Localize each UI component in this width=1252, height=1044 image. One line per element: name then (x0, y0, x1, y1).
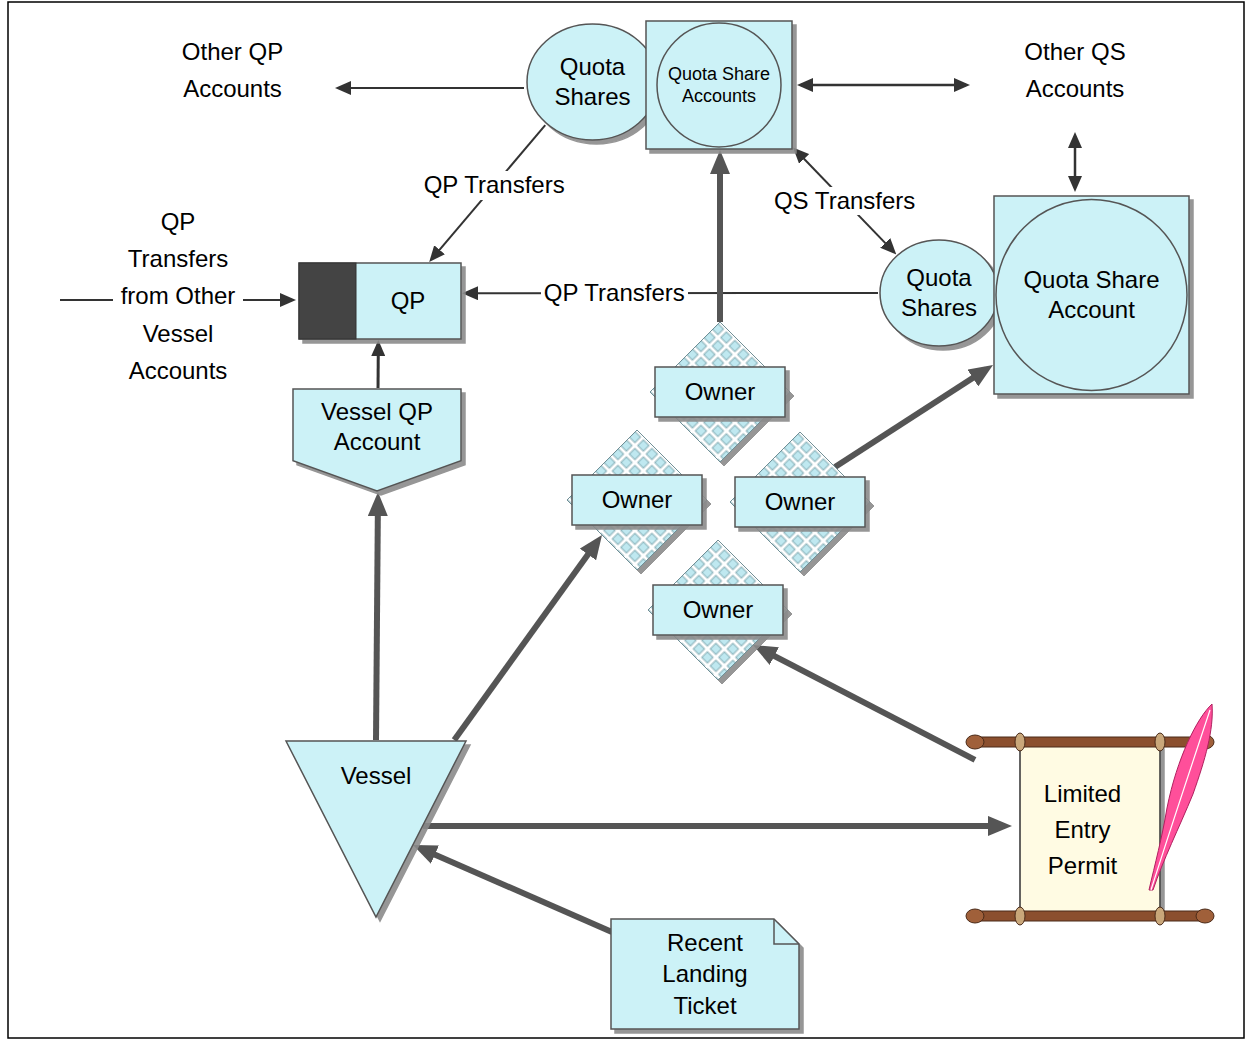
text-wrap: Vessel QP Account (302, 397, 452, 457)
node-text: Recent Landing Ticket (628, 927, 782, 1021)
node-outline (525, 22, 660, 142)
connector-arrow (423, 823, 1004, 829)
transfer-arrow (1074, 136, 1077, 188)
transfer-arrow (801, 84, 966, 87)
account-pentagon: Vessel QP Account (292, 388, 462, 492)
text-area: Owner (660, 367, 780, 417)
text-wrap: Owner (765, 487, 836, 517)
text-wrap: Owner (683, 595, 754, 625)
vessel-triangle: Vessel (285, 740, 467, 918)
text-wrap: Quota Shares (537, 52, 648, 112)
owner-diamond: Owner (567, 430, 707, 570)
annotation-label: Other QS Accounts (1000, 33, 1150, 107)
node-text: Limited Entry Permit (1020, 776, 1145, 884)
owner-diamond: Owner (648, 540, 788, 680)
text-area: QP (360, 268, 456, 334)
text-area: Vessel (335, 754, 417, 798)
node-outline (993, 195, 1190, 395)
text-area: Owner (658, 585, 778, 635)
node-text: Owner (685, 377, 756, 407)
text-wrap: Owner (602, 485, 673, 515)
text-wrap: Recent Landing Ticket (628, 927, 782, 1021)
account-box: Quota Share Accounts (645, 20, 793, 150)
connector-arrow (420, 848, 612, 932)
node-text: Owner (765, 487, 836, 517)
text-wrap: Owner (685, 377, 756, 407)
text-area: Vessel QP Account (302, 392, 452, 462)
owner-diamond: Owner (650, 322, 790, 462)
node-text: Vessel (341, 761, 412, 791)
text-wrap: Limited Entry Permit (1020, 776, 1145, 884)
ticket-note: Recent Landing Ticket (610, 918, 800, 1030)
text-area: Quota Share Accounts (653, 38, 785, 132)
owner-diamond: Owner (730, 432, 870, 572)
node-text: QP (391, 286, 426, 316)
node-text: Owner (683, 595, 754, 625)
annotation-label: QP Transfers from Other Vessel Accounts (113, 203, 243, 389)
text-wrap: Quota Share Account (1009, 265, 1174, 325)
node-outline (878, 238, 1000, 348)
connector-arrow (835, 369, 986, 467)
edge-label: QP Transfers (421, 171, 568, 200)
text-wrap: Quota Shares (888, 263, 990, 323)
text-area: Limited Entry Permit (1020, 755, 1145, 905)
connector-arrow (717, 158, 723, 322)
connector-arrow (377, 344, 380, 388)
annotation-label: Other QP Accounts (160, 33, 305, 107)
node-text: Quota Share Account (1009, 265, 1174, 325)
node-outline (645, 20, 793, 150)
text-area: Recent Landing Ticket (628, 924, 782, 1024)
frame-border (8, 2, 1244, 1038)
connector-arrow (760, 649, 975, 760)
edge-label: QS Transfers (771, 187, 918, 216)
node-text: Vessel QP Account (302, 397, 452, 457)
permit-scroll: Limited Entry Permit (965, 700, 1215, 935)
edge-label: QP Transfers (541, 279, 688, 308)
transfer-arrow (339, 87, 524, 89)
connector-arrow (376, 500, 378, 740)
text-wrap: Vessel (341, 761, 412, 791)
node-text: Owner (602, 485, 673, 515)
node-text: Quota Shares (888, 263, 990, 323)
text-area: Owner (740, 477, 860, 527)
text-wrap: Quota Share Accounts (653, 63, 785, 108)
node-text: Quota Share Accounts (653, 63, 785, 108)
text-area: Quota Shares (537, 36, 648, 128)
connector-arrow (454, 541, 597, 740)
text-area: Quota Shares (888, 250, 990, 336)
quota-shares-ellipse: Quota Shares (878, 238, 1000, 348)
text-area: Owner (577, 475, 697, 525)
account-box: Quota Share Account (993, 195, 1190, 395)
node-outline (298, 262, 462, 340)
quota-shares-ellipse: Quota Shares (525, 22, 660, 142)
text-wrap: QP (391, 286, 426, 316)
node-text: Quota Shares (537, 52, 648, 112)
text-area: Quota Share Account (1009, 225, 1174, 365)
qp-box: QP (298, 262, 462, 340)
